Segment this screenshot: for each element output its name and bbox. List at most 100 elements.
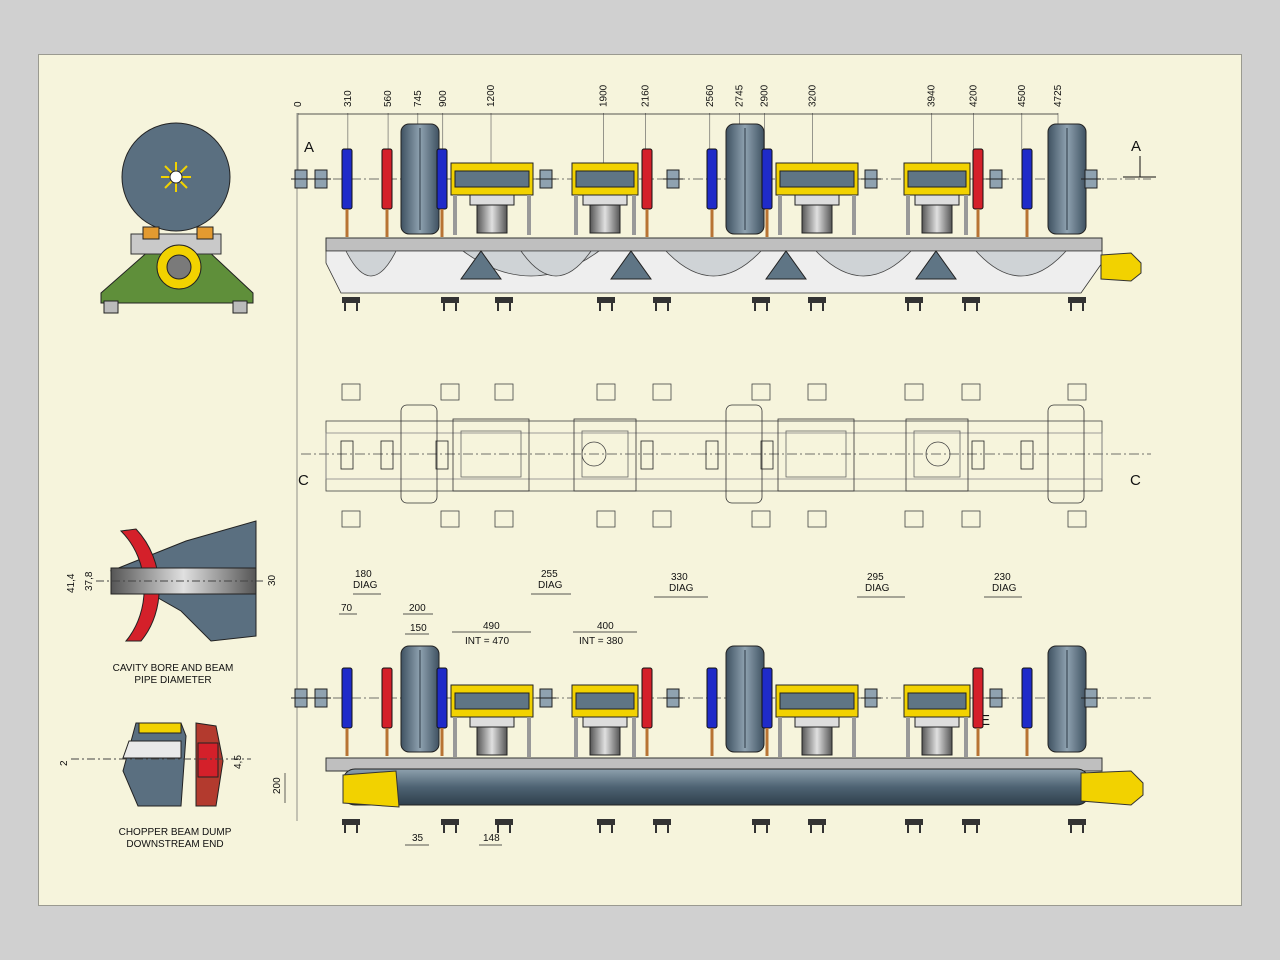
plan-view [301,383,1151,528]
blue-quadrupole [761,667,773,729]
pedestal-leg [852,195,856,235]
pedestal-leg [632,195,636,235]
plan-quad [340,440,354,470]
plan-foot [961,383,981,401]
plan-port [581,441,607,467]
dim-label-4200: 4200 [969,84,980,107]
plan-cavity [400,404,438,504]
girder-gusset [610,250,652,280]
girder-gusset [915,250,957,280]
girder-arches [345,250,1067,280]
manifold-flange-left [342,770,400,808]
chopper-body [575,692,635,710]
chopper-body [575,170,635,188]
pedestal-leg [964,195,968,235]
quadrupoles [341,148,1033,237]
blue-quadrupole [706,667,718,729]
girder-arch [975,250,1067,277]
blue-quadrupole [706,148,718,210]
disc-hub [169,170,183,184]
plan-box-inner [460,430,522,478]
pedestal-plate [914,194,960,206]
dim-label-4500: 4500 [1017,84,1028,107]
plan-foot [751,383,771,401]
plan-foot [494,510,514,528]
red-quadrupole [972,148,984,210]
support-foot [441,297,459,303]
red-quadrupole [972,667,984,729]
plan-quad [760,440,774,470]
chopper-body [454,170,530,188]
chopper-boxes [450,162,971,235]
dim-255: 255 [541,569,558,580]
pedestal-leg [778,195,782,235]
plan-foot [652,383,672,401]
support-foot [653,819,671,825]
support-foot [342,819,360,825]
chopper-body [454,692,530,710]
pedestal-bellows [921,204,953,234]
plan-foot [904,383,924,401]
plan-foot [596,510,616,528]
dim-label-2160: 2160 [640,84,651,107]
dim-148: 148 [483,833,500,844]
chopper-body [779,170,855,188]
pedestal-plate [469,194,515,206]
support-foot [597,819,615,825]
dim-295-diag: DIAG [865,583,890,594]
support-foot [495,297,513,303]
girder-gusset [765,250,807,280]
red-quadrupole [641,148,653,210]
section-c-right: C [1130,472,1141,489]
support-foot [653,297,671,303]
dim-label-0: 0 [293,101,304,107]
pedestal-plate [582,716,628,728]
support-foot [905,297,923,303]
pedestal-plate [914,716,960,728]
support-foot [962,297,980,303]
support-foot [342,297,360,303]
section-a-right: A [1131,138,1141,155]
girder-gusset [460,250,502,280]
pedestal-leg [527,717,531,757]
plan-quad [1020,440,1034,470]
section-c-left: C [298,472,309,489]
elevation-view [291,113,1151,821]
plan-cavity [725,404,763,504]
chopper-body [907,692,967,710]
pedestal-plate [794,716,840,728]
dim-2: 2 [59,760,70,766]
blue-quadrupole [1021,667,1033,729]
dim-180-diag: DIAG [353,580,378,591]
plan-quad [380,440,394,470]
pedestal-leg [527,195,531,235]
blue-quadrupole [341,667,353,729]
plan-foot [1067,510,1087,528]
dim-int470: INT = 470 [465,636,509,647]
girder-arch [520,250,592,277]
red-quadrupole [381,148,393,210]
support-foot [752,819,770,825]
dim-200-vertical: 200 [272,777,283,794]
dim-35: 35 [412,833,424,844]
dim-label-2745: 2745 [735,84,746,107]
pedestal-leg [632,717,636,757]
dim-37-8: 37,8 [84,571,95,591]
dim-label-745: 745 [413,90,424,107]
girder-top [325,237,1103,252]
plan-port [925,441,951,467]
support-foot [597,297,615,303]
pedestal-plate [469,716,515,728]
plan-box [777,418,855,492]
section-a-left: A [304,139,314,156]
support-foot [441,819,459,825]
pedestal-bellows [801,726,833,756]
support-foot [808,297,826,303]
end-flange-yellow [1100,252,1142,282]
dim-label-560: 560 [383,90,394,107]
chopper-body [779,692,855,710]
plan-quad [435,440,449,470]
dim-330-diag: DIAG [669,583,694,594]
dim-4-5: 4,5 [233,755,244,769]
